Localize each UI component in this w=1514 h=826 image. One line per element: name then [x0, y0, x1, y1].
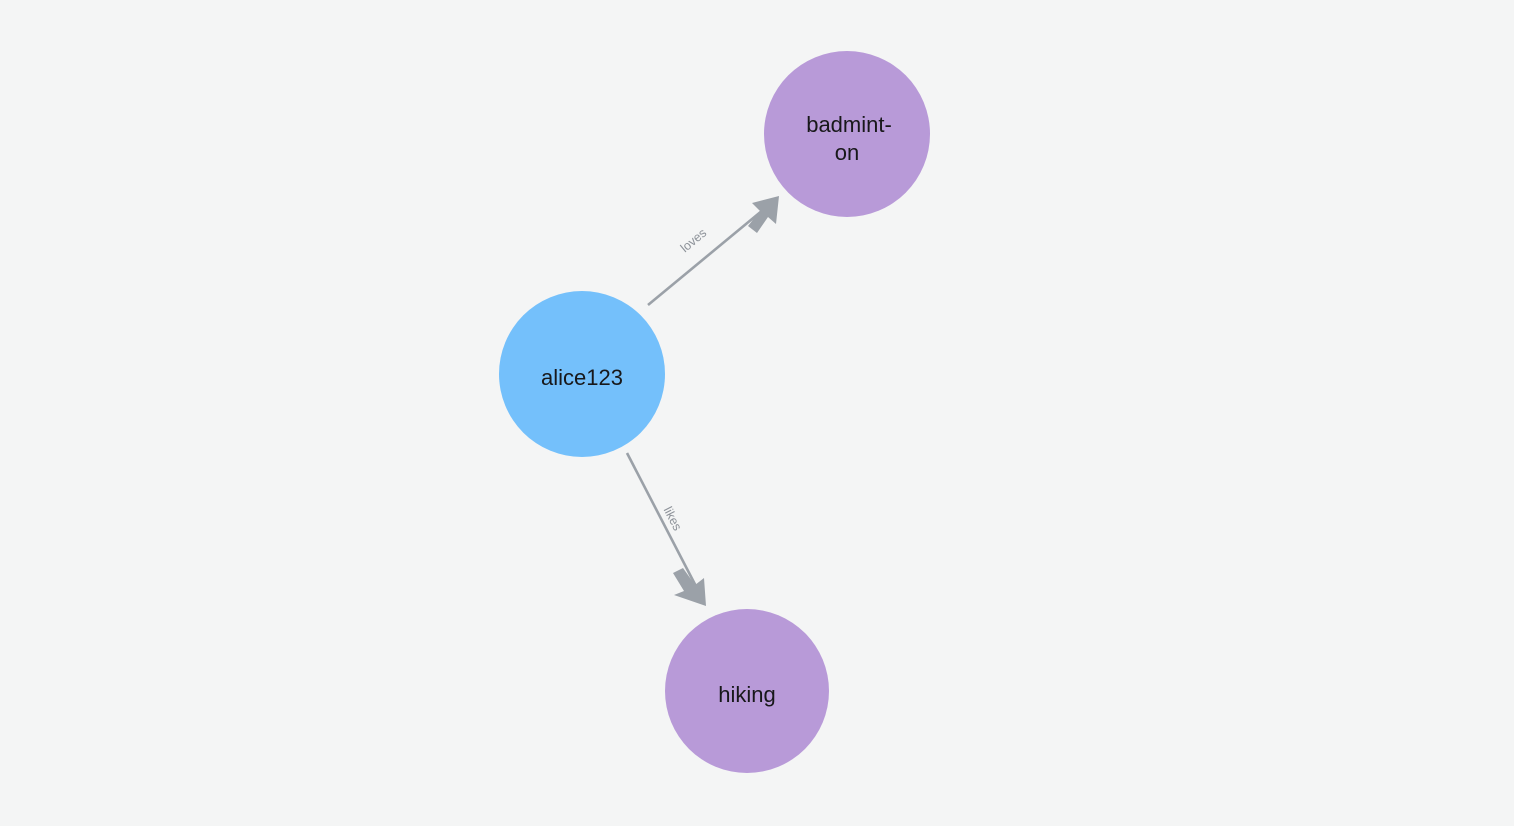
node-label-badminton-line2: on — [835, 140, 859, 165]
edge-alice123-likes-hiking[interactable]: likes — [625, 452, 706, 606]
node-label-alice123: alice123 — [541, 365, 623, 390]
edge-line — [647, 203, 770, 307]
node-circle — [764, 51, 930, 217]
arrowhead-icon — [748, 196, 779, 233]
edge-line — [625, 452, 702, 595]
edge-label-likes: likes — [661, 504, 685, 533]
arrowhead-icon — [673, 568, 706, 606]
node-alice123[interactable]: alice123 — [499, 291, 665, 457]
node-circle — [499, 291, 665, 457]
node-hiking[interactable]: hiking — [665, 609, 829, 773]
edge-alice123-loves-badminton[interactable]: loves — [647, 196, 779, 307]
node-circle — [665, 609, 829, 773]
edge-label-loves: loves — [678, 226, 709, 255]
node-label-badminton-line1: badmint- — [806, 112, 892, 137]
node-badminton[interactable]: badmint- on — [764, 51, 930, 217]
node-label-hiking: hiking — [718, 682, 775, 707]
